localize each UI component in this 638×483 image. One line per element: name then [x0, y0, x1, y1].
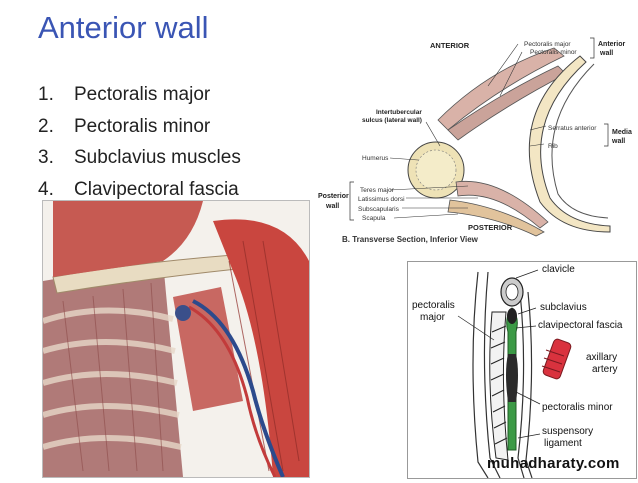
list-item: 2.Pectoralis minor [38, 115, 211, 137]
label-medial-wall-2: wall [611, 138, 625, 145]
wall-list: 1.Pectoralis major 2.Pectoralis minor 3.… [38, 84, 241, 210]
label-suspensory: suspensory [542, 426, 593, 437]
label-subclavius: subclavius [540, 302, 587, 313]
label-intertubercular: Intertubercular [376, 109, 422, 116]
label-humerus: Humerus [362, 155, 389, 162]
label-sulcus: sulcus (lateral wall) [362, 117, 422, 124]
slide-title: Anterior wall [38, 10, 209, 45]
label-medial-wall: Media [612, 129, 632, 136]
label-pectoralis-minor: pectoralis minor [542, 402, 613, 413]
label-anterior: ANTERIOR [430, 41, 470, 50]
label-pect-minor: Pectoralis minor [530, 49, 577, 56]
label-rib: Rib [548, 143, 558, 150]
label-major: major [420, 312, 446, 323]
label-clavicle: clavicle [542, 264, 575, 275]
label-posterior-wall: Posterior [318, 193, 349, 200]
label-pect-major: Pectoralis major [524, 41, 571, 48]
list-item: 3.Subclavius muscles [38, 147, 241, 168]
watermark: muhadharaty.com [487, 455, 620, 472]
label-anterior-wall: Anterior [598, 41, 626, 48]
label-ligament: ligament [544, 438, 582, 449]
label-subscapularis: Subscapularis [358, 206, 400, 213]
diagram-caption: B. Transverse Section, Inferior View [342, 235, 479, 244]
transverse-section-diagram: ANTERIOR Pectoralis major Pectoralis min… [318, 30, 636, 252]
label-scapula: Scapula [362, 215, 386, 222]
label-posterior-wall-2: wall [325, 203, 339, 210]
list-item: 4.Clavipectoral fascia [38, 178, 239, 200]
label-artery: artery [592, 364, 618, 375]
label-clavipectoral-fascia: clavipectoral fascia [538, 320, 623, 331]
label-axillary: axillary [586, 352, 617, 363]
anatomy-illustration [42, 200, 310, 478]
label-teres: Teres major [360, 187, 395, 194]
clavipectoral-fascia-diagram: clavicle pectoralis major subclavius cla… [407, 261, 637, 479]
label-pectoralis: pectoralis [412, 300, 455, 311]
label-posterior: POSTERIOR [468, 223, 513, 232]
label-anterior-wall-2: wall [599, 50, 613, 57]
label-serratus: Serratus anterior [548, 125, 597, 132]
label-latissimus: Latissimus dorsi [358, 196, 405, 203]
list-item: 1.Pectoralis major [38, 84, 211, 105]
